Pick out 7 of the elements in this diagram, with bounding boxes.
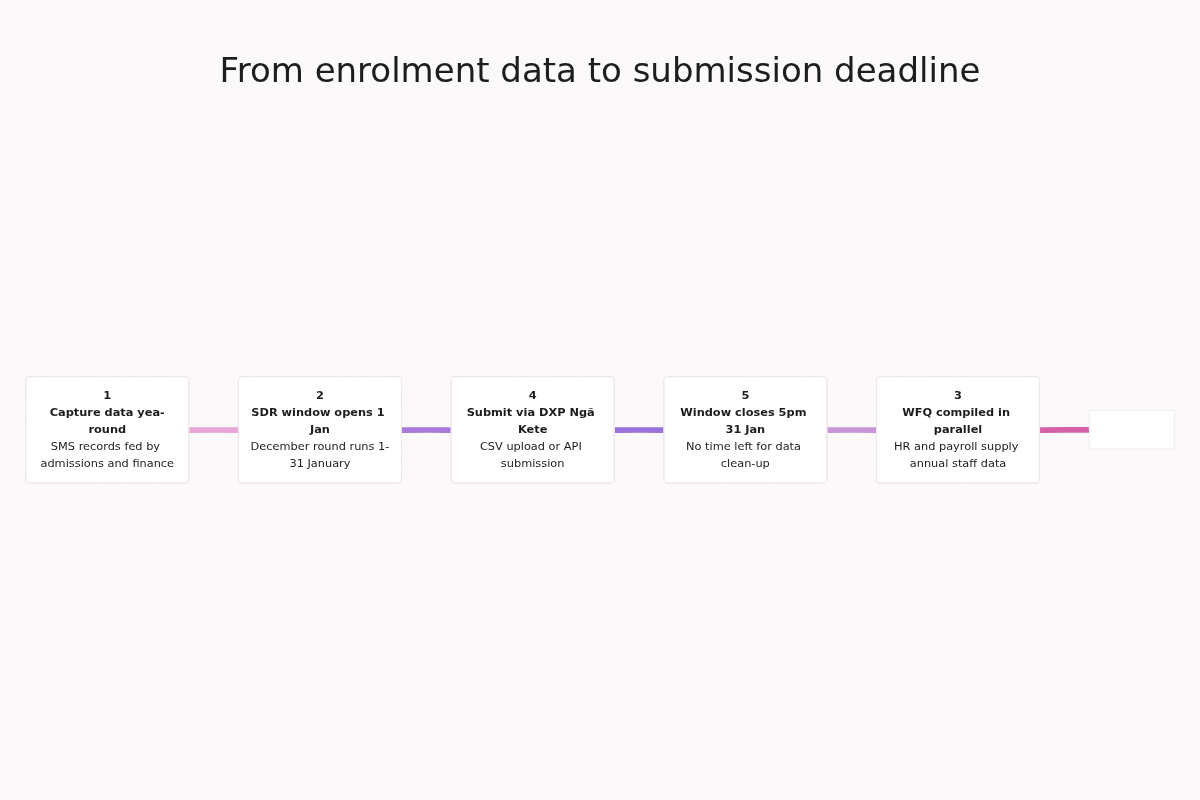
connector	[1039, 427, 1090, 434]
connector	[827, 427, 877, 434]
node-box	[1088, 410, 1175, 450]
connector	[401, 427, 452, 434]
connector	[614, 427, 665, 434]
connector	[189, 427, 239, 434]
diagram-title: From enrolment data to submission deadline	[218, 49, 982, 92]
